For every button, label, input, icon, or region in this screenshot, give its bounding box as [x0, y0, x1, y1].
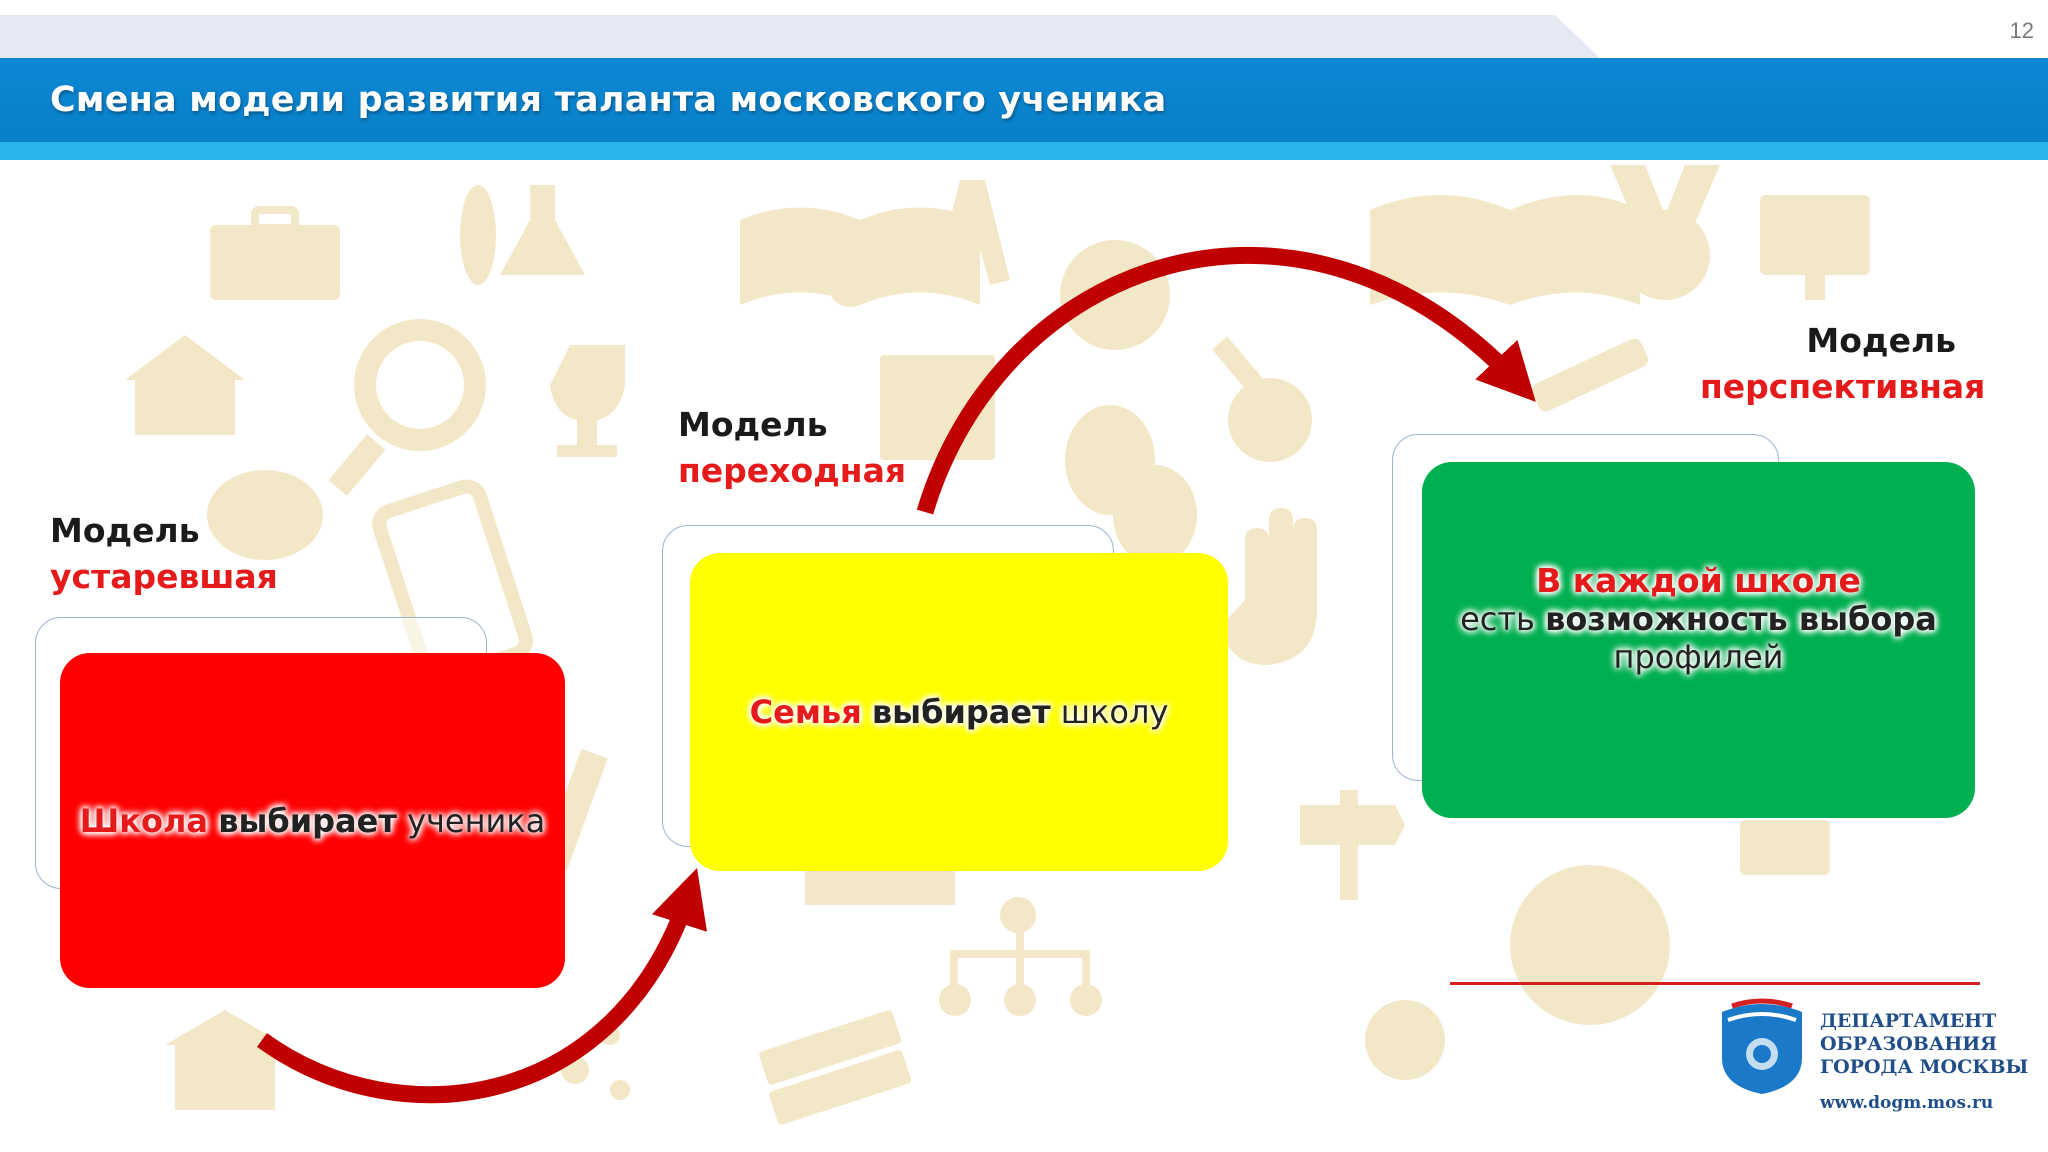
hierarchy-icon	[1000, 897, 1036, 933]
card-transitional-subject: Семья	[749, 693, 862, 731]
top-decor-strip	[0, 15, 1600, 58]
camera-icon	[1740, 820, 1830, 875]
card-perspective-post: профилей	[1613, 638, 1784, 676]
card-perspective-subject: В каждой школе	[1536, 561, 1861, 600]
card-perspective-pre: есть	[1460, 600, 1535, 638]
department-logo-icon	[1722, 998, 1802, 1094]
open-book-icon	[1370, 195, 1640, 305]
briefcase-icon	[210, 225, 340, 300]
monitor-icon	[1760, 195, 1870, 275]
department-name-line-2: ОБРАЗОВАНИЯ	[1820, 1033, 1997, 1055]
card-outdated-subject: Школа	[79, 801, 209, 840]
books-stack-icon	[759, 1010, 902, 1085]
hand-icon	[1222, 508, 1317, 665]
magnifier-small-icon	[828, 263, 872, 307]
department-website: www.dogm.mos.ru	[1820, 1093, 1994, 1113]
trophy-icon	[550, 345, 625, 457]
lightbulb-icon	[1365, 1000, 1445, 1080]
department-name: ДЕПАРТАМЕНТ ОБРАЗОВАНИЯ ГОРОДА МОСКВЫ	[1820, 1010, 2028, 1079]
medal-icon	[1620, 210, 1710, 300]
title-bar	[0, 58, 2048, 142]
model-label-outdated-bottom: устаревшая	[50, 557, 278, 596]
card-perspective-text: В каждой школе есть возможность выбора п…	[1460, 561, 1937, 677]
dna-icon	[460, 185, 496, 285]
card-perspective-choice: возможность выбора	[1545, 600, 1937, 638]
card-outdated-verb: выбирает	[218, 801, 397, 840]
model-label-perspective-top: Модель	[1806, 321, 1956, 360]
department-name-line-1: ДЕПАРТАМЕНТ	[1820, 1010, 1997, 1032]
globe-icon	[1060, 240, 1170, 350]
card-outdated: Школа выбирает ученика	[60, 653, 565, 988]
earth-people-icon	[1510, 865, 1670, 1025]
footer-divider-line	[1450, 982, 1980, 985]
molecule-icon	[561, 1056, 589, 1084]
card-outdated-text: Школа выбирает ученика	[80, 802, 546, 840]
title-bar-underline	[0, 142, 2048, 160]
university-icon	[165, 1010, 285, 1045]
card-transitional-text: Семья выбирает школу	[750, 693, 1169, 731]
model-label-perspective-bottom: перспективная	[1700, 367, 1986, 406]
model-label-transitional-top: Модель	[678, 405, 828, 444]
school-building-icon	[125, 335, 245, 380]
card-transitional-object: школу	[1060, 693, 1169, 731]
palette-icon	[207, 470, 323, 560]
medal-ribbon-icon	[1610, 165, 1720, 235]
model-label-transitional-bottom: переходная	[678, 451, 907, 490]
card-transitional: Семья выбирает школу	[690, 553, 1228, 871]
model-label-outdated: Модель устаревшая	[50, 508, 278, 600]
model-label-outdated-top: Модель	[50, 511, 200, 550]
department-name-line-3: ГОРОДА МОСКВЫ	[1820, 1056, 2029, 1078]
magnifier-icon	[354, 319, 486, 451]
model-label-perspective: Модель перспективная	[1700, 318, 1986, 410]
flask-icon	[500, 185, 585, 275]
page-number: 12	[2009, 18, 2034, 43]
card-transitional-verb: выбирает	[871, 693, 1051, 731]
slide-title: Смена модели развития таланта московског…	[50, 80, 1167, 120]
card-outdated-object: ученика	[407, 801, 546, 840]
card-perspective: В каждой школе есть возможность выбора п…	[1422, 462, 1975, 818]
model-label-transitional: Модель переходная	[678, 402, 906, 494]
telescope-icon	[1531, 338, 1649, 412]
